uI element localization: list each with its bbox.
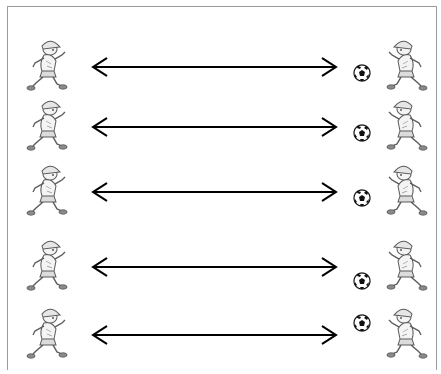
left-player-icon [26,100,68,151]
left-player-icon [26,308,68,359]
double-headed-arrow [91,117,338,137]
drill-row [26,40,428,91]
left-player-icon [26,165,68,216]
right-player-icon [386,100,428,151]
drill-rows [26,40,428,359]
drill-row [26,100,428,151]
soccer-ball-icon [353,124,371,142]
right-player-icon [386,165,428,216]
soccer-ball-icon [353,314,371,332]
right-player-icon [386,40,428,91]
drill-row [26,308,428,359]
double-headed-arrow [91,57,338,77]
double-headed-arrow [91,325,338,345]
left-player-icon [26,240,68,291]
left-player-icon [26,40,68,91]
drill-row [26,240,428,291]
drill-row [26,165,428,216]
worksheet-frame [7,6,437,370]
double-headed-arrow [91,257,338,277]
double-headed-arrow [91,182,338,202]
soccer-ball-icon [353,189,371,207]
right-player-icon [386,240,428,291]
right-player-icon [386,308,428,359]
soccer-ball-icon [353,272,371,290]
soccer-ball-icon [353,64,371,82]
